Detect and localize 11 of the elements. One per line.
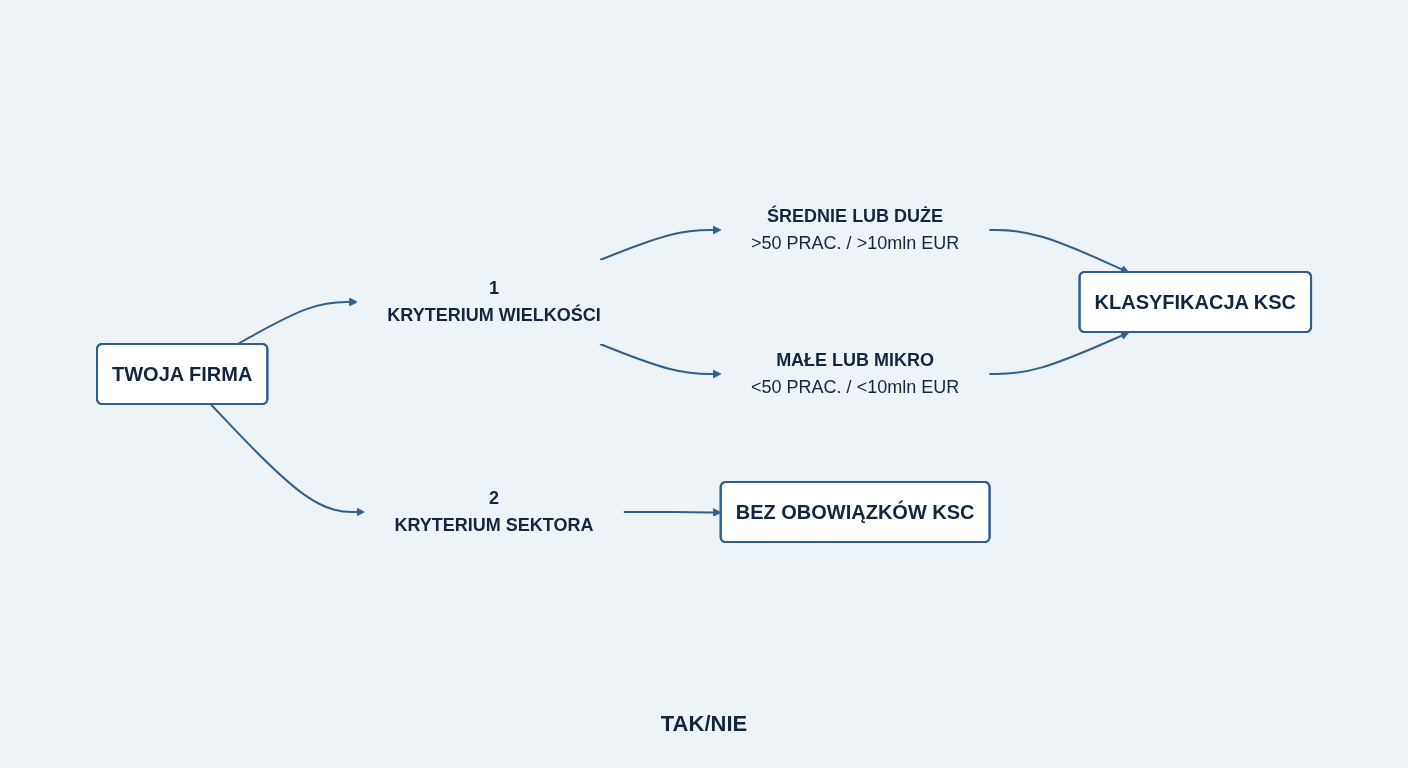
node-text: ŚREDNIE LUB DUŻE >50 PRAC. / >10mln EUR	[751, 206, 960, 253]
arrow	[209, 403, 365, 517]
node-text: 1 KRYTERIUM WIELKOŚCI	[387, 278, 601, 325]
note-text: TAK/NIE	[660, 711, 748, 737]
arrow	[598, 225, 722, 261]
node-text: 2 KRYTERIUM SEKTORA	[394, 488, 594, 535]
arrow	[235, 297, 358, 346]
arrow	[598, 343, 722, 379]
node-text: MAŁE LUB MIKRO <50 PRAC. / <10mln EUR	[751, 350, 960, 397]
arrow	[988, 331, 1130, 375]
arrow	[988, 229, 1130, 274]
